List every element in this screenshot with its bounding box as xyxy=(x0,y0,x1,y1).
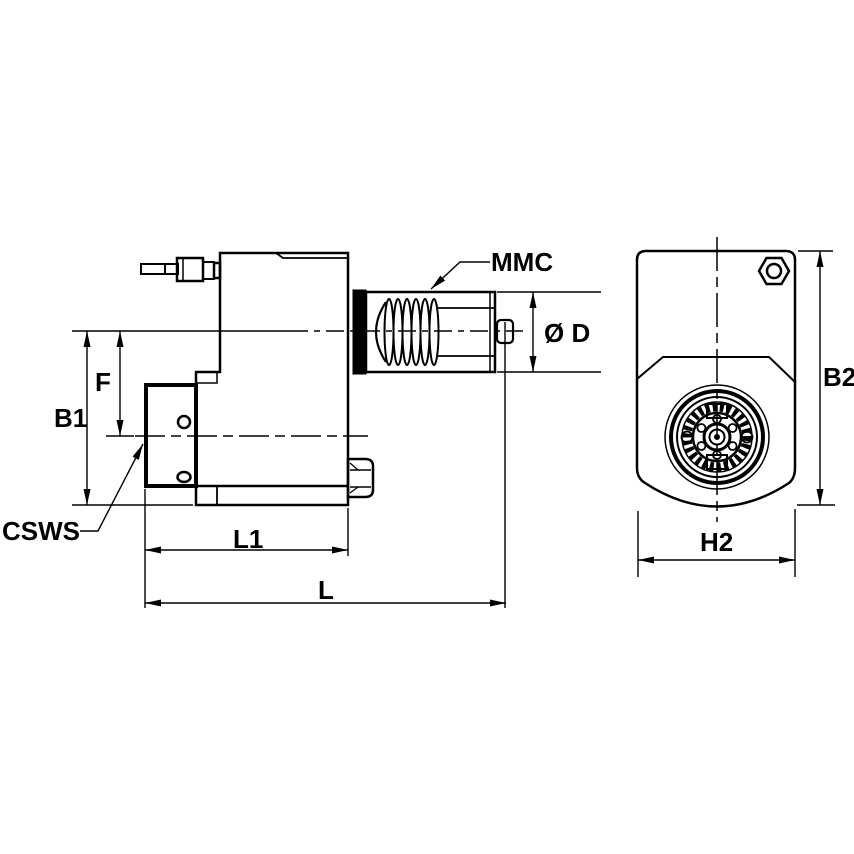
coolant-nut xyxy=(175,256,205,283)
front-view-dimensions xyxy=(637,250,835,577)
front-hex-bolt-bore xyxy=(765,262,783,280)
side-view-solids xyxy=(140,251,515,507)
coolant-ferrule xyxy=(212,261,222,280)
rib-step-line xyxy=(196,373,218,384)
dim-label-l: L xyxy=(318,575,334,605)
dim-label-f: F xyxy=(95,367,111,397)
coolant-tube xyxy=(140,263,179,275)
front-view: B2 H2 xyxy=(635,237,854,577)
front-view-solids xyxy=(635,249,797,508)
side-view-dimensions xyxy=(72,261,601,608)
dim-label-l1: L1 xyxy=(233,524,263,554)
coolant-fitting xyxy=(140,256,222,283)
front-hex-bolt xyxy=(757,256,791,286)
leader-mmc xyxy=(430,261,490,290)
face-chamfer-line xyxy=(636,356,796,383)
dim-label-h2: H2 xyxy=(700,527,733,557)
threaded-shank xyxy=(352,289,515,375)
coupling-key-left xyxy=(680,430,694,444)
clamp-screw-upper xyxy=(176,414,192,430)
top-chamfer-line xyxy=(275,252,347,259)
dim-label-b1: B1 xyxy=(54,403,87,433)
front-body xyxy=(635,249,797,508)
side-body xyxy=(194,251,350,507)
clamp-screw-lower xyxy=(176,470,192,484)
dim-label-dia: Ø D xyxy=(544,318,590,348)
coolant-reducer xyxy=(202,261,215,280)
dim-label-b2: B2 xyxy=(823,362,854,392)
thread-start-arc xyxy=(375,301,387,363)
side-hex-screw xyxy=(346,457,375,499)
thread-teeth xyxy=(383,298,440,366)
dim-label-mmc: MMC xyxy=(491,247,553,277)
coupling-key-right xyxy=(740,430,754,444)
leader-csws xyxy=(80,443,144,532)
side-view: MMC Ø D B1 F CSWS L1 L xyxy=(2,247,601,608)
lock-ring xyxy=(352,289,367,375)
dim-label-csws: CSWS xyxy=(2,516,80,546)
hex-screw-body xyxy=(346,457,375,499)
